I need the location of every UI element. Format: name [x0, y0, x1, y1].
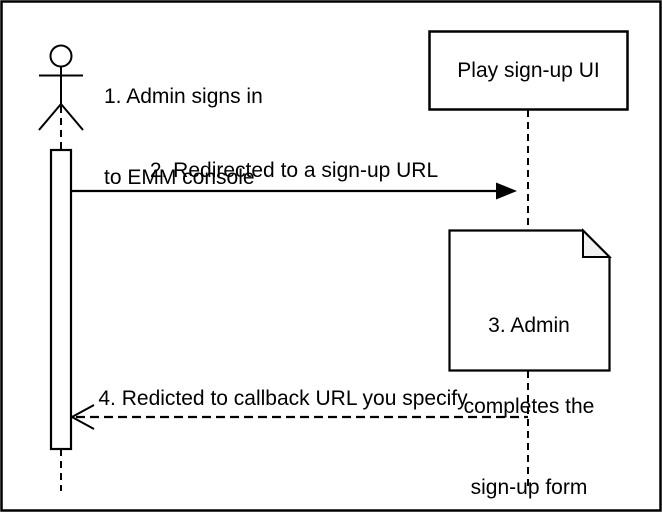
actor-label-line2: to EMM console — [104, 166, 255, 189]
actor-activation-bar — [49, 148, 73, 451]
note-shape — [448, 228, 612, 372]
note-label-line3: sign-up form — [470, 476, 588, 499]
actor-left-leg — [38, 103, 62, 131]
message-2-arrowhead-icon — [496, 182, 517, 200]
note-label-line1: 3. Admin — [488, 314, 570, 337]
note-label-line2: completes the — [463, 395, 595, 418]
note-body — [448, 229, 611, 372]
play-signup-box — [428, 30, 629, 111]
message-4-arrow — [69, 404, 528, 430]
note-label: 3. Admin completes the sign-up form — [449, 258, 609, 512]
actor-right-leg — [60, 103, 84, 131]
actor-head — [49, 44, 73, 68]
actor-label-line1: 1. Admin signs in — [104, 85, 263, 108]
actor-label: 1. Admin signs in to EMM console — [104, 29, 263, 245]
message-2-arrow — [71, 182, 517, 200]
note-fold-corner — [582, 228, 612, 258]
message-2-label: 2. Redirected to a sign-up URL — [149, 159, 439, 182]
message-4-label: 4. Redicted to callback URL you specify — [98, 387, 468, 410]
message-4-open-arrowhead-icon — [69, 404, 95, 430]
actor-figure — [38, 44, 84, 131]
play-signup-box-label: Play sign-up UI — [457, 59, 600, 82]
